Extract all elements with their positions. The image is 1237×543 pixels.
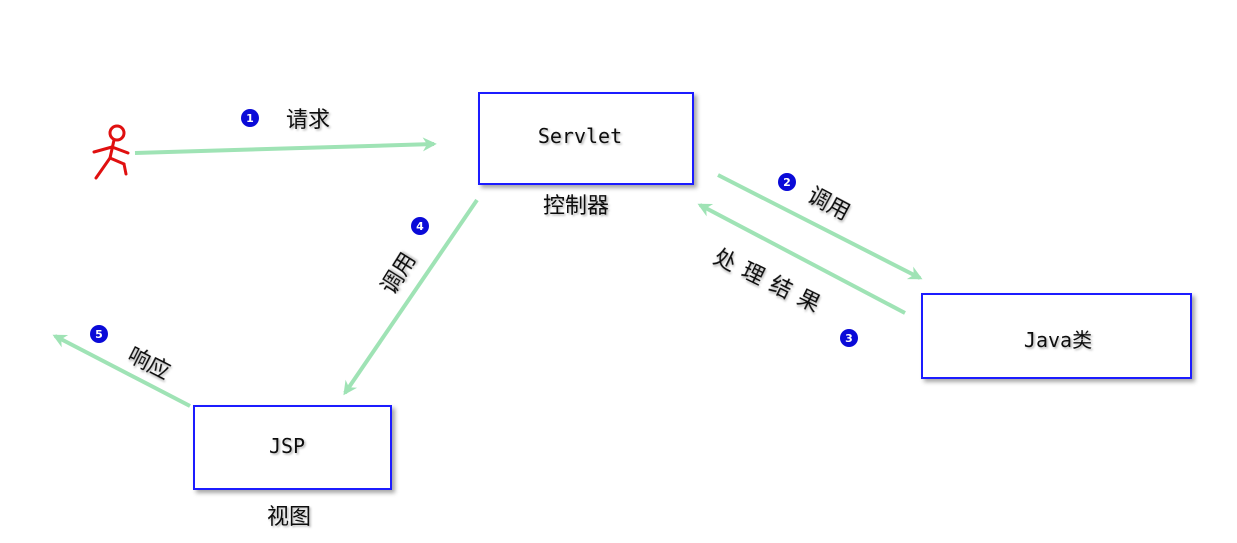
arrow-response bbox=[52, 334, 191, 408]
user-running-icon bbox=[92, 124, 130, 180]
step-3-label: 处理结果 bbox=[709, 245, 831, 322]
step-1-badge: 1 bbox=[241, 109, 259, 127]
servlet-label: Servlet bbox=[538, 124, 622, 148]
servlet-node: Servlet bbox=[478, 92, 694, 185]
jsp-node: JSP bbox=[193, 405, 392, 490]
step-5-label: 响应 bbox=[123, 343, 174, 385]
step-2-badge: 2 bbox=[778, 173, 796, 191]
jsp-caption: 视图 bbox=[267, 505, 311, 530]
svg-text:5: 5 bbox=[95, 328, 103, 341]
step-3-badge: 3 bbox=[840, 329, 858, 347]
step-5-badge: 5 bbox=[90, 325, 108, 343]
svg-text:2: 2 bbox=[783, 176, 791, 189]
arrow-request bbox=[134, 137, 437, 155]
java-node: Java类 bbox=[921, 293, 1192, 379]
arrow-result bbox=[697, 203, 906, 315]
java-label: Java类 bbox=[1024, 328, 1092, 352]
servlet-caption: 控制器 bbox=[543, 194, 609, 219]
svg-text:3: 3 bbox=[845, 332, 853, 345]
svg-text:4: 4 bbox=[416, 220, 424, 233]
step-4-badge: 4 bbox=[411, 217, 429, 235]
arrow-call-jsp bbox=[343, 198, 479, 396]
arrow-call-java bbox=[717, 173, 923, 280]
step-1-label: 请求 bbox=[286, 108, 330, 133]
jsp-label: JSP bbox=[269, 434, 305, 458]
step-2-label: 调用 bbox=[803, 183, 854, 226]
svg-text:1: 1 bbox=[246, 112, 254, 125]
